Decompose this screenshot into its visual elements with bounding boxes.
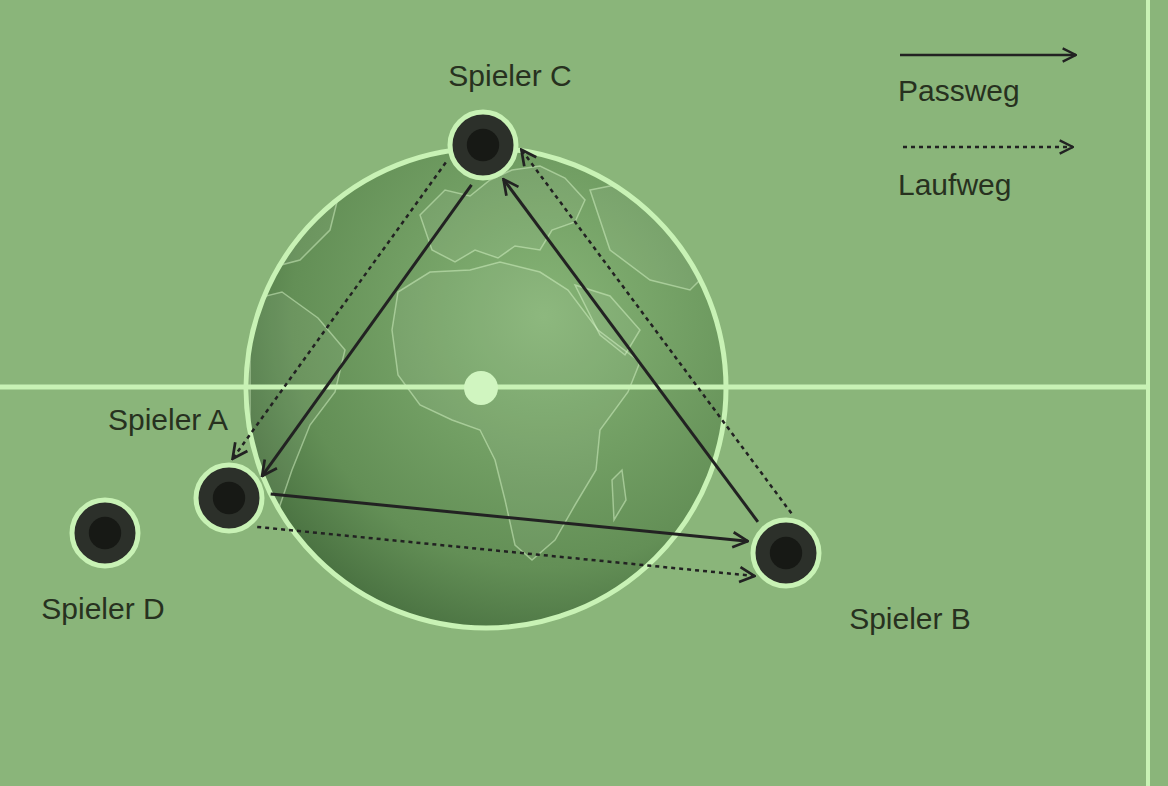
legend-run-sample [903,146,1073,149]
center-spot [464,371,498,405]
player-shape [447,109,519,181]
legend-pass-sample [900,54,1076,57]
continent [250,170,340,270]
player-node: Spieler B [750,517,822,589]
player-label: Spieler A [108,403,228,438]
run-arrow [233,162,446,458]
world-map [250,166,720,560]
pass-arrow [504,179,758,522]
touch-line [1146,0,1150,786]
player-shape [69,497,141,569]
player-node: Spieler D [69,497,141,569]
halfway-line [0,385,1148,390]
player-core [213,482,245,514]
legend-entry: Passweg [898,74,1020,109]
run-arrow [257,527,754,576]
player-label: Spieler D [41,592,164,627]
player-shape [193,462,265,534]
legend-label: Passweg [898,74,1020,109]
player-core [89,517,121,549]
legend-entry: Laufweg [898,168,1011,203]
continent [590,180,720,290]
player-ring [72,500,138,566]
player-ring [753,520,819,586]
pass-arrow [262,185,471,476]
player-core [467,129,499,161]
player-label: Spieler B [849,602,971,637]
player-label: Spieler C [448,59,571,94]
player-node: Spieler A [193,462,265,534]
continent [250,292,345,540]
run-arrow [521,150,791,514]
continent [612,470,626,520]
continent [392,262,640,560]
player-ring [450,112,516,178]
player-node: Spieler C [447,109,519,181]
pass-arrow [271,494,748,541]
player-shape [750,517,822,589]
player-core [770,537,802,569]
legend-label: Laufweg [898,168,1011,203]
player-ring [196,465,262,531]
